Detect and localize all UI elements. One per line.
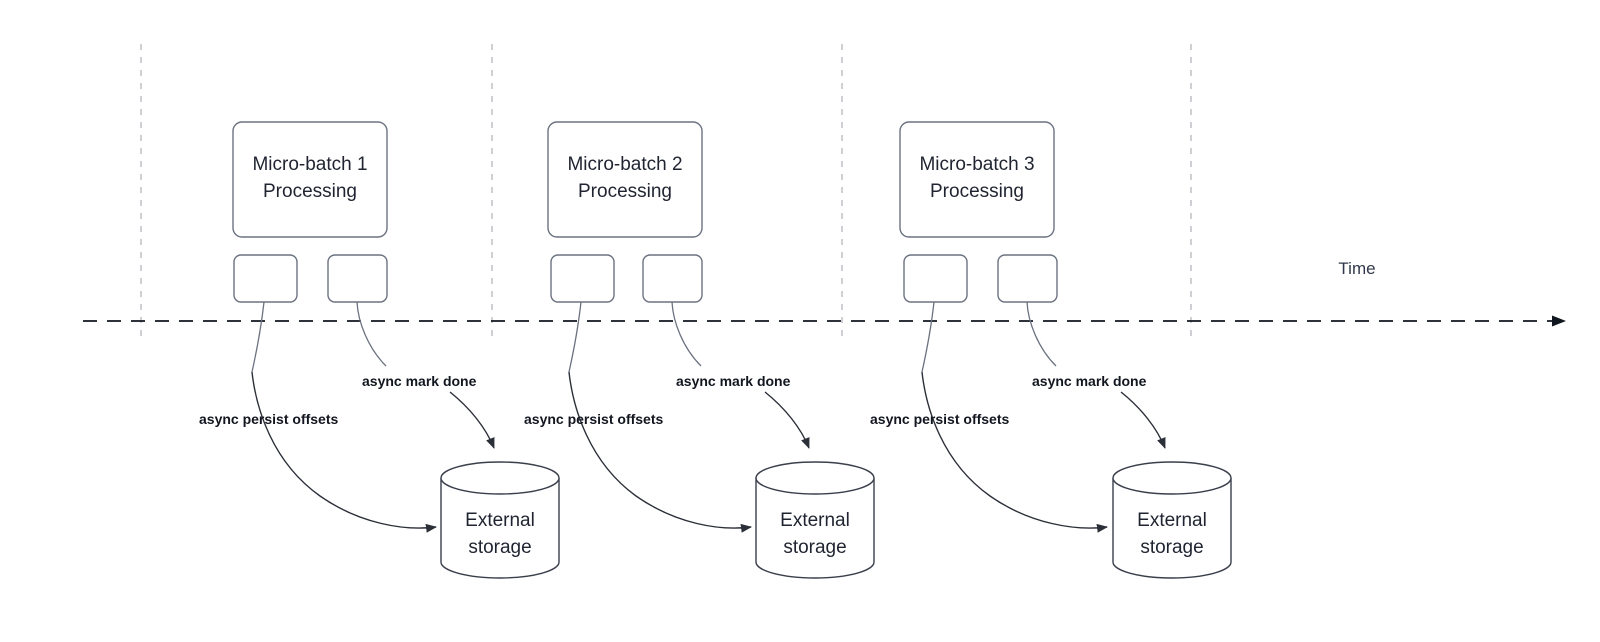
microbatch-1-label-line2: Processing	[263, 181, 357, 202]
offsets-task-1-stem	[251, 301, 265, 373]
external-storage-2-label-line2: storage	[783, 537, 846, 558]
persist-offsets-3-label: async persist offsets	[870, 411, 1009, 427]
external-storage-3-label-line1: External	[1137, 510, 1207, 531]
markdone-task-2-box[interactable]	[642, 254, 703, 303]
microbatch-2-label-line2: Processing	[578, 181, 672, 202]
persist-offsets-2-label: async persist offsets	[524, 411, 663, 427]
markdone-task-3-stem	[1026, 301, 1057, 367]
mark-done-1-label: async mark done	[362, 373, 477, 389]
external-storage-2-label-line1: External	[780, 510, 850, 531]
offsets-task-3-box[interactable]	[903, 254, 968, 303]
external-storage-3-label-line2: storage	[1140, 537, 1203, 558]
microbatch-2-box[interactable]	[547, 121, 703, 238]
external-storage-1-top	[440, 461, 560, 495]
microbatch-1-label-line1: Micro-batch 1	[252, 154, 367, 175]
persist-offsets-1-label: async persist offsets	[199, 411, 338, 427]
group-3: Micro-batch 3 Processing async persist o…	[870, 121, 1232, 579]
time-axis-label: Time	[1338, 259, 1375, 278]
persist-offsets-3-arrow	[921, 371, 1108, 533]
microbatch-2-label-line1: Micro-batch 2	[567, 154, 682, 175]
microbatch-3-box[interactable]	[899, 121, 1055, 238]
markdone-task-3-box[interactable]	[997, 254, 1058, 303]
microbatch-1-box[interactable]	[232, 121, 388, 238]
external-storage-3-body[interactable]	[1112, 478, 1232, 579]
external-storage-2-top	[755, 461, 875, 495]
offsets-task-2-box[interactable]	[550, 254, 615, 303]
group-1: Micro-batch 1 Processing async persist o…	[199, 121, 560, 579]
external-storage-1-label-line1: External	[465, 510, 535, 531]
external-storage-3-top	[1112, 461, 1232, 495]
offsets-task-2-stem	[568, 301, 582, 373]
mark-done-3-arrow	[1120, 391, 1166, 449]
persist-offsets-1-arrow	[251, 371, 437, 533]
markdone-task-1-box[interactable]	[327, 254, 388, 303]
external-storage-1-label-line2: storage	[468, 537, 531, 558]
persist-offsets-2-arrow	[568, 371, 752, 533]
microbatch-3-label-line1: Micro-batch 3	[919, 154, 1034, 175]
markdone-task-1-stem	[356, 301, 387, 367]
mark-done-1-arrow	[449, 391, 495, 449]
markdone-task-2-stem	[671, 301, 702, 367]
external-storage-1-body[interactable]	[440, 478, 560, 579]
mark-done-3-label: async mark done	[1032, 373, 1147, 389]
mark-done-2-label: async mark done	[676, 373, 791, 389]
group-2: Micro-batch 2 Processing async persist o…	[524, 121, 875, 579]
external-storage-2-body[interactable]	[755, 478, 875, 579]
mark-done-2-arrow	[764, 391, 810, 449]
microbatch-3-label-line2: Processing	[930, 181, 1024, 202]
tick-lines	[140, 44, 1192, 336]
offsets-task-1-box[interactable]	[233, 254, 298, 303]
offsets-task-3-stem	[921, 301, 935, 373]
